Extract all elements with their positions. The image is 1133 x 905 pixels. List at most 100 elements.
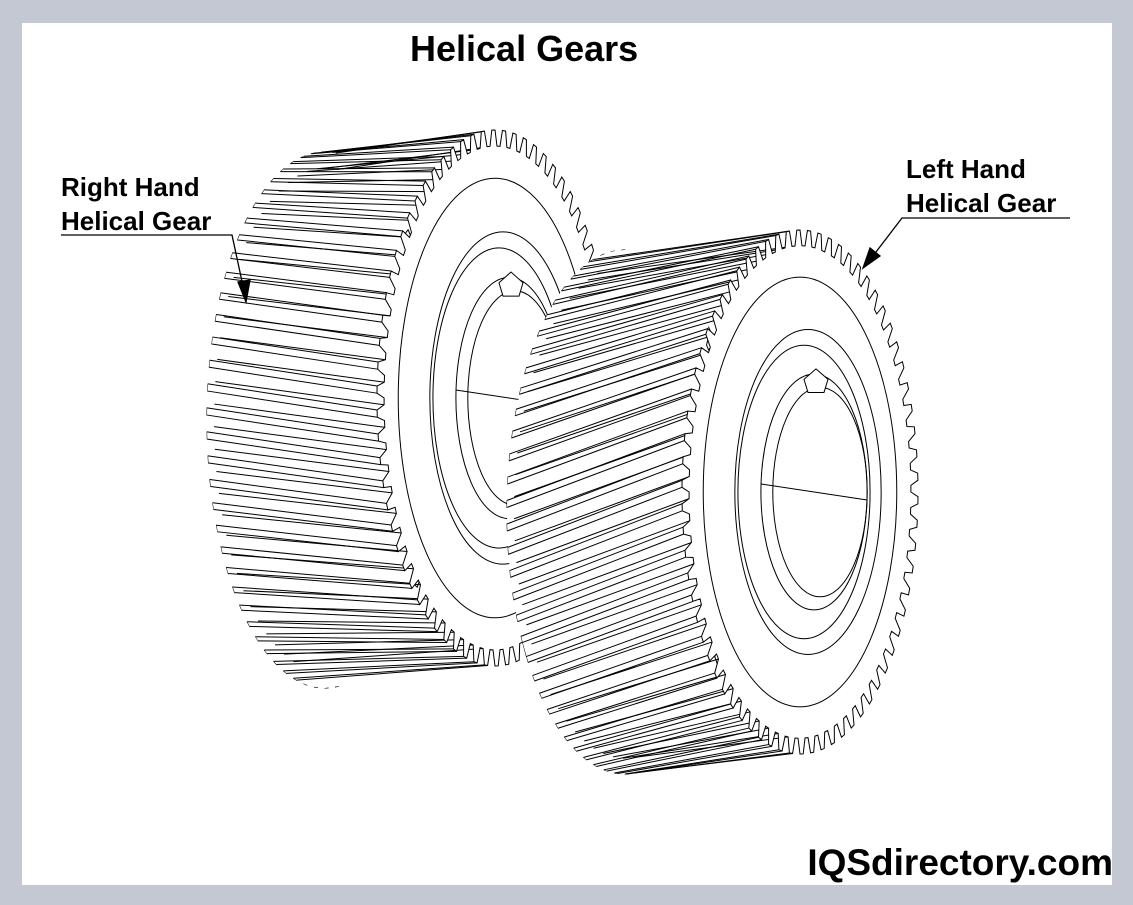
tooth-edge — [530, 298, 721, 355]
tooth-edge — [207, 390, 378, 418]
tooth-edge — [512, 526, 684, 594]
tooth-edge — [255, 202, 410, 214]
tooth-edge — [239, 234, 397, 251]
tooth-edge — [515, 411, 696, 476]
tooth-edge — [212, 336, 379, 363]
tooth-edge — [300, 149, 451, 159]
tooth-edge — [516, 549, 686, 616]
tooth-edge — [607, 739, 762, 772]
tooth-edge — [234, 592, 420, 605]
right-hand-helical-gear — [206, 129, 614, 689]
tooth-edge — [509, 388, 692, 455]
tooth-edge — [283, 167, 435, 170]
tooth-edge — [212, 502, 392, 526]
tooth-edge — [255, 636, 444, 640]
tooth-edge — [220, 337, 386, 361]
left-hand-gear-label: Left Hand Helical Gear — [906, 152, 1056, 220]
tooth-edge — [218, 492, 397, 514]
tooth-edge — [278, 190, 432, 193]
tooth-edge — [586, 719, 743, 761]
tooth-edge — [596, 730, 752, 767]
tooth-edge — [216, 524, 397, 547]
tooth-edge — [253, 206, 408, 219]
tooth-edge — [514, 432, 693, 498]
tooth-edge — [273, 655, 464, 662]
tooth-edge — [207, 455, 383, 482]
tooth-edge — [507, 479, 683, 548]
tooth-edge — [208, 462, 384, 489]
tooth-edge — [207, 383, 378, 411]
tooth-edge — [518, 520, 691, 585]
tooth-edge — [307, 160, 458, 172]
tooth-edge — [549, 660, 710, 715]
tooth-edge — [241, 609, 429, 620]
tooth-edge — [258, 640, 447, 644]
tooth-edge — [539, 303, 729, 356]
tooth-edge — [617, 745, 772, 774]
tooth-edge — [567, 693, 725, 741]
tooth-edge — [236, 572, 421, 586]
tooth-edge — [624, 749, 780, 775]
tooth-edge — [303, 146, 454, 157]
tooth-edge — [214, 448, 389, 473]
tooth-edge — [276, 657, 467, 665]
tooth-edge — [513, 533, 684, 601]
tooth-edge — [247, 621, 435, 629]
tooth-edge — [546, 289, 737, 340]
tooth-edge — [523, 352, 709, 412]
tooth-edge — [244, 222, 401, 238]
tooth-edge — [219, 298, 382, 323]
tooth-edge — [532, 294, 723, 350]
tooth-edge — [509, 503, 683, 571]
tooth-edge — [583, 716, 740, 758]
tooth-edge — [224, 277, 386, 300]
tooth-edge — [211, 343, 378, 370]
tooth-edge — [233, 276, 394, 296]
tooth-edge — [296, 664, 488, 681]
tooth-edge — [526, 563, 695, 626]
tooth-edge — [217, 531, 399, 553]
tooth-edge — [524, 315, 713, 375]
tooth-edge — [213, 509, 393, 532]
tooth-edge — [215, 381, 385, 406]
tooth-edge — [239, 604, 426, 616]
tooth-edge — [573, 703, 731, 749]
tooth-edge — [264, 648, 454, 651]
left-hand-leader — [865, 217, 1070, 266]
tooth-edge — [214, 403, 385, 428]
tooth-edge — [555, 672, 715, 725]
label-line: Left Hand — [906, 154, 1026, 184]
tooth-edge — [207, 438, 381, 466]
tooth-edge — [566, 674, 726, 722]
tooth-edge — [584, 700, 742, 742]
tooth-edge — [214, 426, 387, 451]
tooth-edge — [528, 600, 693, 663]
tooth-edge — [223, 316, 388, 339]
tooth-edge — [553, 277, 745, 325]
tooth-edge — [287, 178, 440, 184]
tooth-edge — [209, 479, 387, 504]
tooth-edge — [222, 552, 405, 572]
tooth-edge — [522, 579, 689, 643]
tooth-edge — [243, 590, 429, 600]
tooth-edge — [267, 650, 457, 655]
tooth-edge — [297, 168, 449, 177]
tooth-edge — [507, 410, 688, 478]
tooth-edge — [232, 586, 418, 601]
tooth-edge — [520, 572, 688, 637]
tooth-edge — [573, 238, 769, 277]
tooth-edge — [536, 604, 702, 663]
tooth-edge — [507, 463, 683, 532]
tooth-edge — [531, 584, 698, 645]
tooth-edge — [261, 212, 417, 222]
tooth-edge — [533, 318, 722, 374]
tooth-edge — [517, 390, 699, 454]
tooth-edge — [226, 271, 387, 294]
tooth-edge — [526, 310, 715, 369]
tooth-edge — [537, 283, 729, 337]
arrow-icon — [861, 246, 882, 270]
tooth-edge — [539, 635, 702, 694]
tooth-edge — [558, 677, 718, 729]
arrow-icon — [237, 279, 251, 305]
